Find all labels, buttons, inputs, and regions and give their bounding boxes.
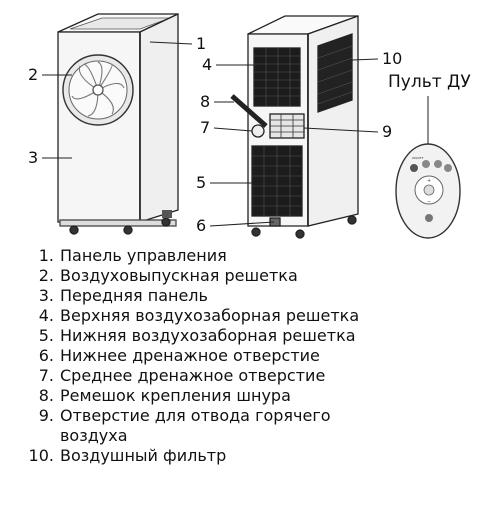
svg-text:−: − — [427, 199, 431, 205]
callout-6: 6 — [196, 216, 207, 235]
svg-text:ON/OFF: ON/OFF — [412, 156, 424, 160]
legend-item: 8.Ремешок крепления шнура — [38, 386, 291, 405]
air-conditioner-illustration: ON/OFF + − — [57, 12, 461, 239]
cord-strap — [230, 94, 268, 128]
remote-control: ON/OFF + − — [395, 143, 461, 239]
legend-item: 3.Передняя панель — [38, 286, 208, 305]
air-filter — [317, 33, 353, 113]
remote-title: Пульт ДУ — [388, 72, 471, 92]
rear-unit — [230, 15, 359, 239]
legend-item: 9.Отверстие для отвода горячего воздуха — [38, 406, 331, 445]
callout-7: 7 — [200, 118, 211, 137]
svg-text:+: + — [427, 178, 431, 184]
front-unit — [57, 12, 179, 235]
callout-8: 8 — [200, 92, 211, 111]
callout-5: 5 — [196, 173, 207, 192]
callout-1: 1 — [196, 34, 207, 53]
legend-item: 5.Нижняя воздухозаборная решетка — [38, 326, 356, 345]
parts-legend: 1.Панель управления 2.Воздуховыпускная р… — [22, 246, 482, 466]
callout-10: 10 — [382, 49, 403, 68]
upper-intake-grille — [253, 47, 301, 107]
callout-4: 4 — [202, 55, 213, 74]
legend-item: 7.Среднее дренажное отверстие — [38, 366, 326, 385]
leader-lines — [42, 41, 429, 227]
legend-item: 6.Нижнее дренажное отверстие — [38, 346, 320, 365]
callout-9: 9 — [382, 122, 393, 141]
legend-item: 2.Воздуховыпускная решетка — [38, 266, 298, 285]
air-outlet-grille — [62, 54, 134, 126]
legend-item: 10.Воздушный фильтр — [28, 446, 227, 465]
callout-2: 2 — [28, 65, 39, 84]
callout-3: 3 — [28, 148, 39, 167]
legend-item: 1.Панель управления — [38, 246, 227, 265]
remote-power-button — [410, 164, 418, 172]
remote-timer-button — [425, 214, 433, 222]
legend-item: 4.Верхняя воздухозаборная решетка — [38, 306, 360, 325]
